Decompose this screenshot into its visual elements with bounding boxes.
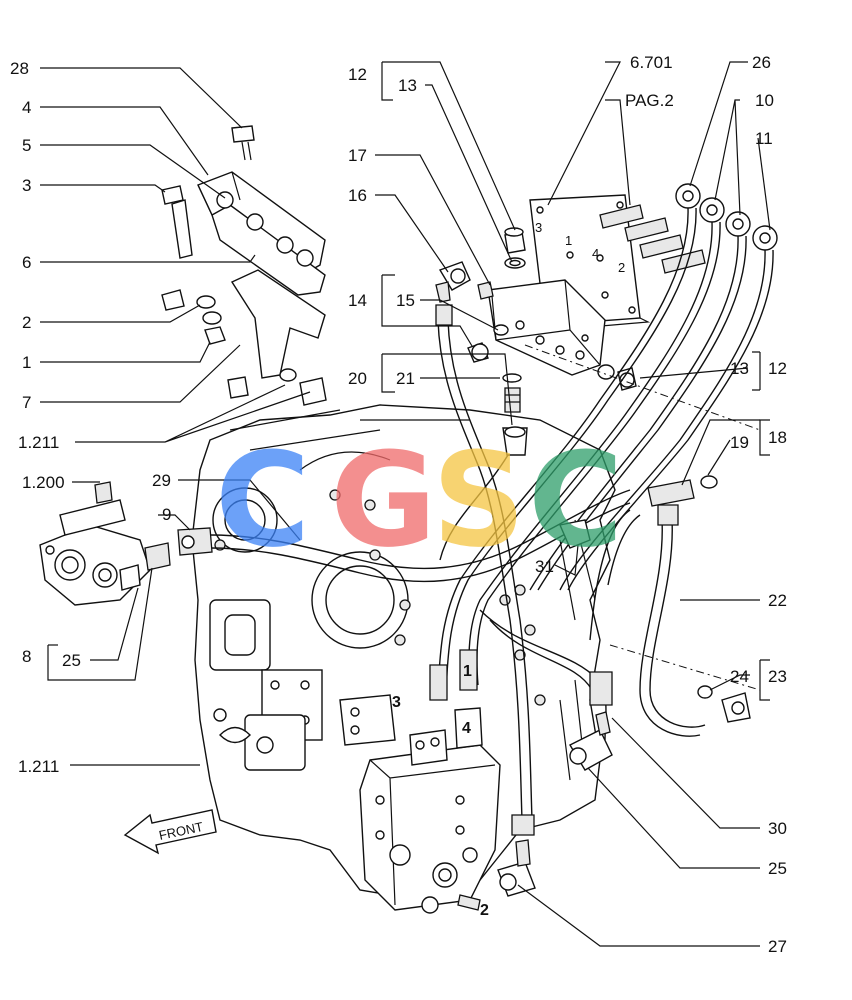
watermark-letter-c1: C (215, 424, 310, 576)
callout-30: 30 (768, 819, 787, 838)
callout-7: 7 (22, 393, 31, 412)
callout-1-211-bottom: 1.211 (18, 757, 59, 776)
callout-labels: 28 4 5 3 6 2 1 7 1.211 1.200 9 29 8 25 1… (10, 53, 787, 956)
plug-15 (467, 324, 509, 363)
housing-bolts (214, 489, 546, 706)
nipple-fittings (599, 204, 706, 274)
watermark-letter-s: S (432, 424, 526, 576)
callout-18: 18 (768, 428, 787, 447)
callout-17: 17 (348, 146, 367, 165)
callout-4: 4 (22, 98, 31, 117)
callout-2: 2 (22, 313, 31, 332)
hose-20 (439, 426, 528, 561)
callout-21: 21 (396, 369, 415, 388)
callout-13-top: 13 (398, 76, 417, 95)
pump-mark-3: 3 (392, 694, 401, 711)
centerline-1 (524, 344, 761, 431)
front-arrow: FRONT (123, 809, 217, 855)
callout-26: 26 (752, 53, 771, 72)
callout-28: 28 (10, 59, 29, 78)
callout-16: 16 (348, 186, 367, 205)
valve-housing-1200 (39, 481, 171, 606)
pump-valve-assembly: 1 3 4 2 (359, 649, 501, 919)
hose-clamp-assembly (161, 125, 327, 406)
plate-mark-3: 3 (535, 220, 542, 235)
watermark-letter-c2: C (528, 424, 623, 576)
hose-14 (435, 304, 535, 836)
plate-mark-2: 2 (618, 260, 625, 275)
plate-mark-1: 1 (565, 233, 572, 248)
adapter-21 (502, 373, 522, 413)
callout-10: 10 (755, 91, 774, 110)
hose-31 (559, 509, 641, 641)
callout-1: 1 (22, 353, 31, 372)
watermark-letter-g: G (330, 424, 437, 576)
callout-25-right: 25 (768, 859, 787, 878)
callout-23: 23 (768, 667, 787, 686)
banjo-fittings (675, 183, 778, 251)
callout-11: 11 (755, 129, 773, 148)
callout-3: 3 (22, 176, 31, 195)
callout-5: 5 (22, 136, 31, 155)
watermark-logo: C G S C (215, 424, 623, 576)
callout-13-right: 13 (730, 359, 749, 378)
elbow-fitting-16 (435, 261, 471, 303)
callout-1-200: 1.200 (22, 473, 65, 492)
plate-mark-4: 4 (592, 246, 599, 261)
callout-22: 22 (768, 591, 787, 610)
centerline-2 (609, 644, 761, 691)
hose-bundle (437, 207, 774, 691)
callout-6: 6 (22, 253, 31, 272)
elbow-fitting-25 (569, 711, 613, 771)
hose-22 (639, 504, 706, 737)
callout-19: 19 (730, 433, 749, 452)
callout-12-top: 12 (348, 65, 367, 84)
callout-25-left: 25 (62, 651, 81, 670)
callout-6-701: 6.701 (630, 53, 673, 72)
elbow-fitting-23 (697, 685, 751, 723)
tee-fitting-18 (647, 475, 718, 507)
callout-12-right: 12 (768, 359, 787, 378)
callout-29: 29 (152, 471, 171, 490)
callout-15: 15 (396, 291, 415, 310)
callout-20: 20 (348, 369, 367, 388)
pump-mark-4: 4 (462, 720, 471, 737)
callout-8: 8 (22, 647, 31, 666)
valve-block (477, 279, 606, 376)
pump-mark-1: 1 (463, 663, 472, 680)
leader-lines (40, 61, 771, 947)
pump-mark-2: 2 (480, 902, 489, 919)
callout-24: 24 (730, 667, 749, 686)
plug-13-top (504, 227, 526, 269)
callout-31: 31 (535, 557, 554, 576)
callout-9: 9 (162, 505, 171, 524)
callout-27: 27 (768, 937, 787, 956)
callout-pag2: PAG.2 (625, 91, 674, 110)
elbow-fitting-27 (497, 839, 536, 897)
callout-1-211-top: 1.211 (18, 433, 59, 452)
callout-14: 14 (348, 291, 367, 310)
